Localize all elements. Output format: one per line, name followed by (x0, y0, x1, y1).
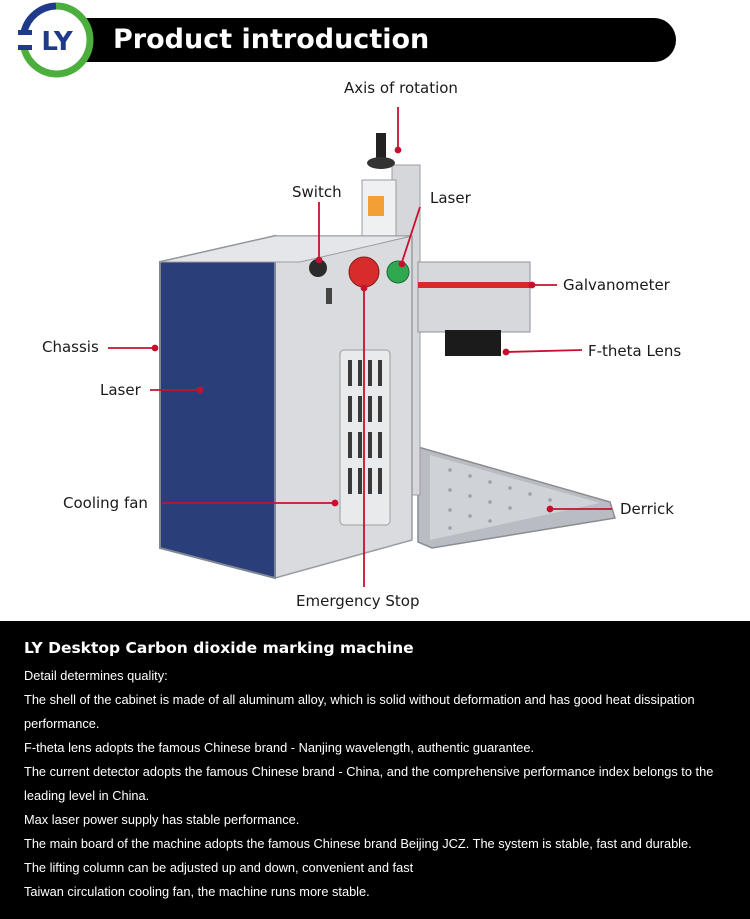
description-line: F-theta lens adopts the famous Chinese b… (24, 740, 535, 755)
description-panel: LY Desktop Carbon dioxide marking machin… (0, 621, 750, 919)
page-title: Product introduction (113, 24, 430, 55)
label-derrick: Derrick (620, 500, 674, 518)
label-axis-of-rotation: Axis of rotation (344, 79, 458, 97)
description-line: performance. (24, 716, 100, 731)
header-bar (44, 18, 676, 62)
switch-key (309, 259, 327, 277)
emergency-stop-button (348, 256, 380, 288)
label-chassis: Chassis (42, 338, 99, 356)
label-laser-top: Laser (430, 189, 471, 207)
laser-machine-illustration (108, 107, 616, 587)
description-line: Detail determines quality: (24, 668, 168, 683)
galvanometer-head (417, 261, 531, 333)
label-emergency-stop: Emergency Stop (296, 592, 420, 610)
label-f-theta-lens: F-theta Lens (588, 342, 682, 360)
description-line: leading level in China. (24, 788, 150, 803)
label-switch: Switch (292, 183, 342, 201)
description-line: The lifting column can be adjusted up an… (24, 860, 414, 875)
label-cooling-fan: Cooling fan (63, 494, 148, 512)
description-line: The shell of the cabinet is made of all … (24, 692, 695, 707)
description-title: LY Desktop Carbon dioxide marking machin… (24, 639, 414, 657)
description-line: Max laser power supply has stable perfor… (24, 812, 300, 827)
description-body: Detail determines quality: The shell of … (24, 664, 734, 904)
laser-indicator (386, 260, 410, 284)
product-figure: Axis of rotation Switch Laser Galvanomet… (0, 70, 750, 620)
description-line: The main board of the machine adopts the… (24, 836, 692, 851)
label-galvanometer: Galvanometer (563, 276, 670, 294)
chassis-side-panel (159, 234, 276, 580)
logo-text: LY (41, 27, 74, 57)
label-laser-side: Laser (100, 381, 141, 399)
description-line: The current detector adopts the famous C… (24, 764, 714, 779)
description-line: Taiwan circulation cooling fan, the mach… (24, 884, 370, 899)
ly-logo-icon: LY (18, 2, 94, 78)
